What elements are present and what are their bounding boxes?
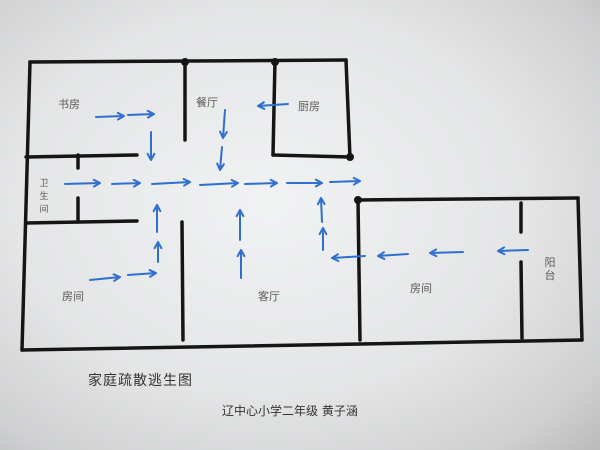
escape-arrow: [244, 178, 278, 188]
escape-arrow: [153, 241, 163, 263]
escape-arrow: [329, 176, 361, 186]
right-wing-right: [576, 196, 584, 342]
room-label-kitchen: 厨房: [298, 100, 320, 113]
wall-posts: [181, 58, 362, 204]
escape-arrow: [429, 248, 464, 258]
wall-post: [181, 58, 189, 66]
outer-wall-left: [20, 60, 32, 352]
outer-wall-bottom: [20, 338, 584, 352]
escape-arrow: [64, 178, 101, 188]
diagram-title: 家庭疏散逃生图: [88, 373, 193, 389]
wall-post: [354, 196, 362, 204]
balcony-wall-lower: [519, 260, 524, 340]
study-bottom-wall: [24, 153, 139, 159]
escape-arrow: [151, 177, 191, 187]
right-wing-left: [356, 198, 362, 342]
escape-arrow: [127, 269, 157, 278]
escape-arrow: [286, 178, 323, 188]
room-label-study: 书房: [58, 98, 80, 111]
living-left-wall: [180, 220, 185, 342]
outer-wall-right-upper: [344, 58, 352, 160]
escape-arrow: [146, 131, 156, 161]
right-wing-top: [356, 196, 580, 202]
escape-arrow: [219, 109, 228, 139]
escape-arrow: [216, 146, 225, 171]
kitchen-floor-wall: [271, 153, 352, 159]
escape-arrow: [235, 209, 245, 241]
escape-arrow: [236, 249, 246, 279]
room-label-living: 客厅: [258, 290, 280, 303]
wall-post: [271, 58, 279, 66]
escape-arrow: [199, 178, 239, 188]
escape-arrow: [377, 251, 409, 260]
room-label-dining: 餐厅: [196, 96, 218, 109]
escape-arrows: [64, 101, 529, 282]
walls: [20, 58, 584, 352]
escape-arrow: [127, 109, 155, 119]
escape-arrow: [331, 253, 366, 262]
kitchen-wall: [271, 58, 277, 157]
escape-arrow: [152, 204, 162, 233]
escape-arrow: [257, 101, 289, 110]
escape-arrow: [95, 111, 125, 121]
room-label-balcony: 阳台: [544, 256, 556, 282]
room-label-bathroom: 卫生间: [39, 179, 49, 215]
escape-arrow: [89, 273, 121, 282]
escape-arrow: [111, 178, 141, 188]
escape-arrow: [497, 246, 529, 256]
author-caption: 辽中心小学二年级 黄子涵: [222, 404, 358, 418]
escape-arrow: [316, 197, 326, 223]
room-label-bedroom-right: 房间: [410, 282, 432, 295]
wall-post: [346, 153, 354, 161]
room-label-bedroom-left: 房间: [62, 290, 84, 303]
escape-arrow: [318, 227, 328, 251]
bedroom-top-wall: [24, 219, 139, 225]
